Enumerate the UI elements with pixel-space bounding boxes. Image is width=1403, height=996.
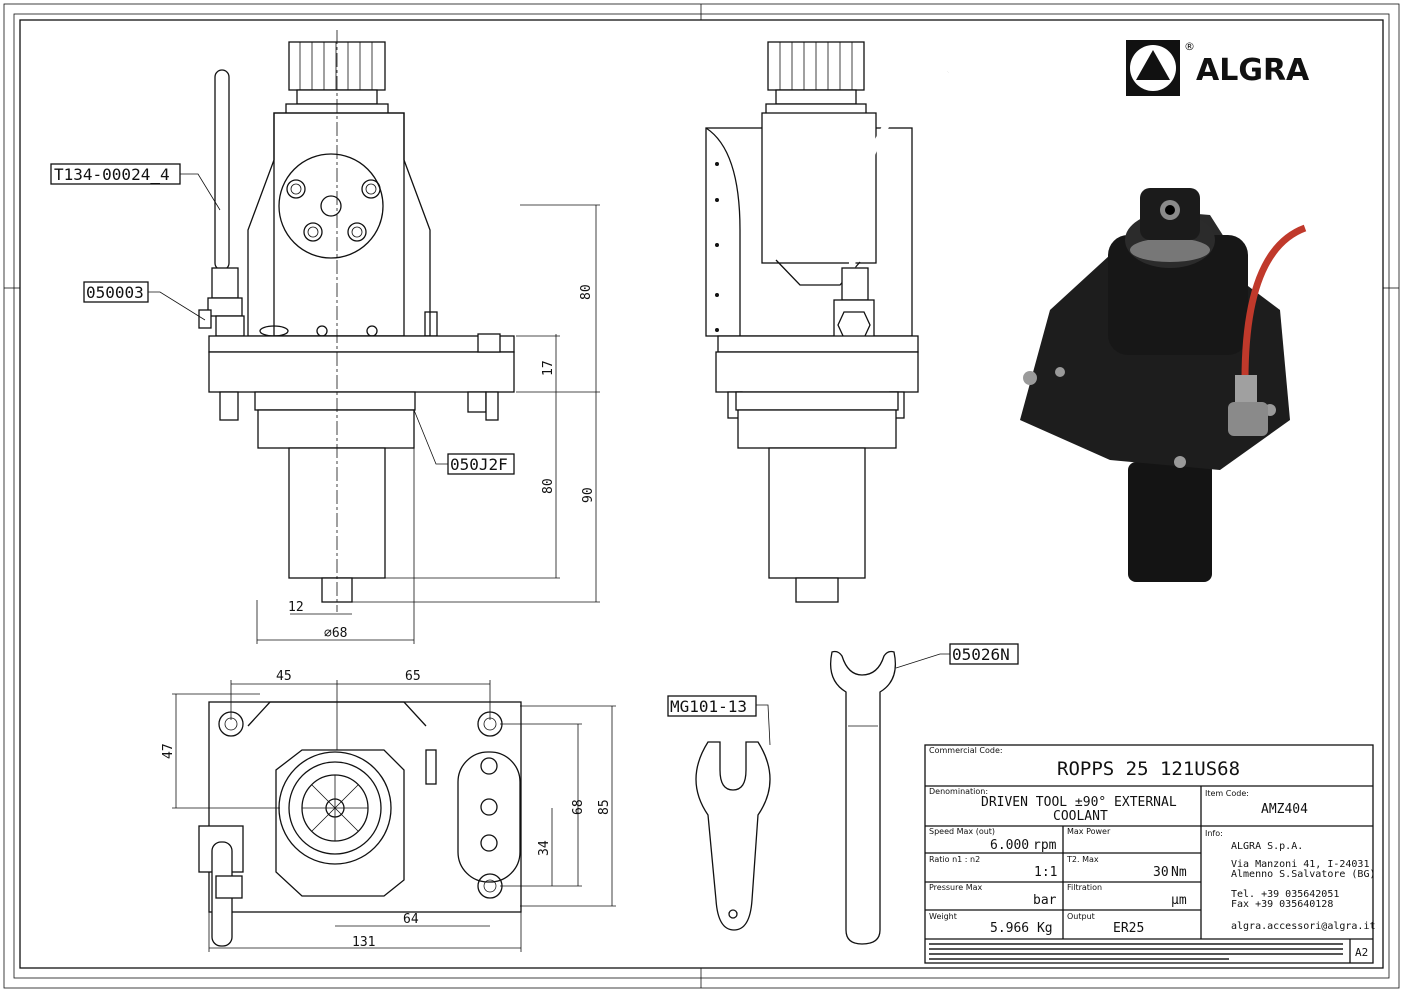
dim-47: 47 bbox=[161, 743, 176, 759]
legal-notice-fine-print bbox=[929, 943, 1343, 960]
wrench-small-callout-text: MG101-13 bbox=[670, 697, 747, 716]
info-address2: Almenno S.Salvatore (BG) bbox=[1231, 869, 1376, 880]
wrench-small-drawing bbox=[695, 741, 771, 931]
dim-12: 12 bbox=[288, 600, 304, 615]
commercial-code-value: ROPPS 25 121US68 bbox=[1057, 758, 1240, 780]
dim-85: 85 bbox=[597, 799, 612, 815]
denomination-line1: DRIVEN TOOL ±90° EXTERNAL bbox=[981, 795, 1177, 810]
t2-value: 30 bbox=[1153, 865, 1169, 880]
dim-dia68: ∅68 bbox=[324, 626, 347, 641]
hose-callout: T134-00024_4 bbox=[50, 163, 181, 185]
commercial-code-label: Commercial Code: bbox=[929, 746, 1003, 755]
power-label: Max Power bbox=[1067, 827, 1111, 836]
dim-17: 17 bbox=[541, 360, 556, 376]
title-block: Commercial Code: ROPPS 25 121US68 Denomi… bbox=[924, 744, 1376, 964]
t2-unit: Nm bbox=[1171, 865, 1187, 880]
wrench-large-callout-text: 05026N bbox=[952, 645, 1010, 664]
info-phone: Tel. +39 035642051 bbox=[1231, 889, 1339, 900]
dim-80-top: 80 bbox=[579, 284, 594, 300]
bearing-callout-text: 050J2F bbox=[450, 455, 508, 474]
info-email: algra.accessori@algra.it bbox=[1231, 921, 1376, 932]
registered-mark: ® bbox=[1184, 40, 1195, 53]
dim-64: 64 bbox=[403, 912, 419, 927]
pressure-unit: bar bbox=[1033, 893, 1057, 908]
dim-65: 65 bbox=[405, 669, 421, 684]
info-address1: Via Manzoni 41, I-24031 bbox=[1231, 859, 1369, 870]
fitting-callout-text: 050003 bbox=[86, 283, 144, 302]
info-label: Info: bbox=[1205, 829, 1223, 838]
fitting-callout: 050003 bbox=[83, 281, 149, 303]
dim-34: 34 bbox=[537, 840, 552, 856]
dim-45: 45 bbox=[276, 669, 292, 684]
dim-80-low: 80 bbox=[541, 478, 556, 494]
ratio-label: Ratio n1 : n2 bbox=[929, 855, 980, 864]
output-value: ER25 bbox=[1113, 921, 1144, 936]
sheet-size: A2 bbox=[1355, 946, 1368, 959]
dim-68: 68 bbox=[571, 799, 586, 815]
info-fax: Fax +39 035640128 bbox=[1231, 899, 1333, 910]
dim-90: 90 bbox=[581, 487, 596, 503]
denomination-label: Denomination: bbox=[929, 787, 988, 796]
ratio-value: 1:1 bbox=[1034, 865, 1057, 880]
sheet-frame bbox=[3, 3, 1400, 989]
algra-logo: ALGRA ® bbox=[1126, 40, 1310, 96]
item-code-label: Item Code: bbox=[1205, 789, 1249, 798]
denomination-line2: COOLANT bbox=[1053, 809, 1108, 824]
item-code-value: AMZ404 bbox=[1261, 802, 1308, 817]
wrench-large-drawing bbox=[829, 650, 897, 945]
pressure-label: Pressure Max bbox=[929, 883, 983, 892]
dim-131: 131 bbox=[352, 935, 375, 950]
speed-value: 6.000 bbox=[990, 838, 1029, 853]
callout-leaders bbox=[148, 173, 950, 746]
bearing-callout: 050J2F bbox=[447, 453, 515, 475]
wrench-large-callout: 05026N bbox=[949, 643, 1019, 665]
top-view bbox=[198, 701, 522, 947]
brand-name: ALGRA bbox=[1196, 53, 1310, 88]
weight-value: 5.966 Kg bbox=[990, 921, 1053, 936]
filtration-unit: µm bbox=[1171, 893, 1187, 908]
output-label: Output bbox=[1067, 912, 1095, 921]
speed-label: Speed Max (out) bbox=[929, 827, 995, 836]
info-company: ALGRA S.p.A. bbox=[1231, 841, 1303, 852]
weight-label: Weight bbox=[929, 912, 957, 921]
product-3d-render bbox=[1020, 188, 1307, 582]
front-view bbox=[198, 30, 515, 612]
filtration-label: Filtration bbox=[1067, 883, 1102, 892]
t2-label: T2. Max bbox=[1066, 855, 1099, 864]
hose-callout-text: T134-00024_4 bbox=[54, 165, 170, 184]
side-view bbox=[705, 41, 950, 603]
speed-unit: rpm bbox=[1033, 838, 1057, 853]
dimension-lines bbox=[172, 204, 616, 952]
wrench-small-callout: MG101-13 bbox=[667, 695, 757, 717]
